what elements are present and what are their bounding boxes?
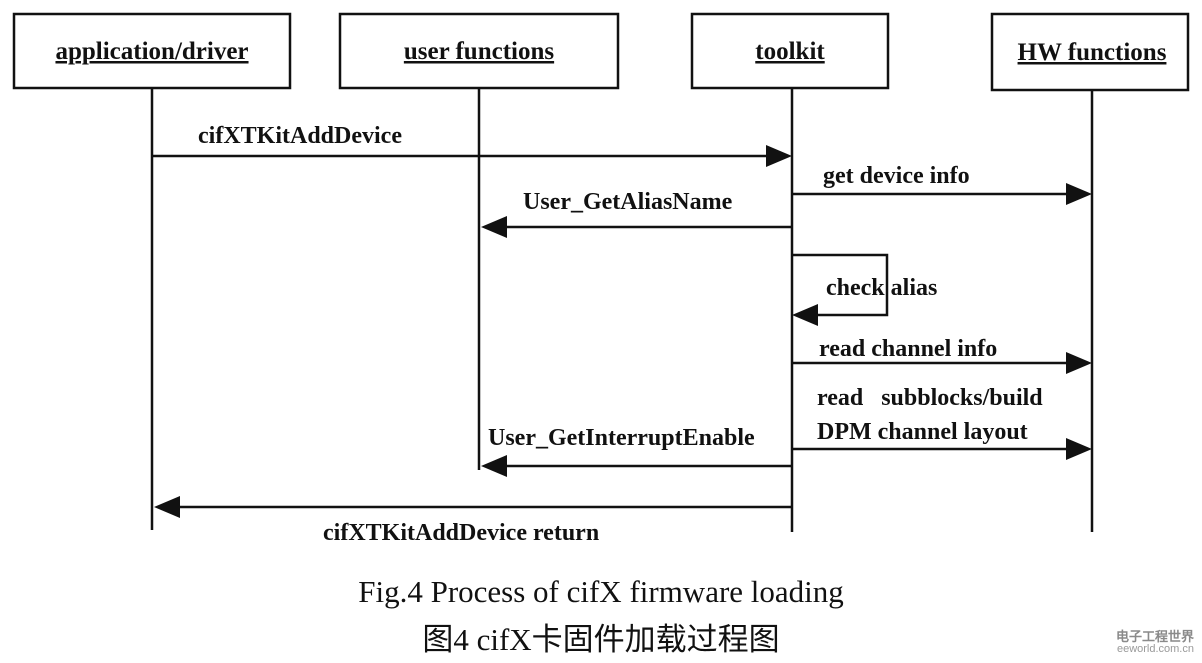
lifeline-hw-functions: HW functions	[990, 12, 1190, 532]
lifeline-title-application-driver: application/driver	[55, 38, 248, 65]
figure-caption-english: Fig.4 Process of cifX firmware loading	[358, 574, 844, 609]
message-user-getaliasname: User_GetAliasName	[481, 189, 792, 238]
message-get-device-info: get device info	[792, 163, 1092, 205]
lifeline-box-toolkit	[690, 12, 890, 90]
message-label-user-getinterruptenable: User_GetInterruptEnable	[488, 425, 755, 451]
message-label-read-channel-info: read channel info	[819, 336, 997, 362]
lifeline-application-driver: application/driver	[12, 12, 292, 530]
lifeline-box-user-functions	[338, 12, 620, 90]
message-label-read-subblocks-line1: read subblocks/build	[817, 385, 1043, 411]
figure-caption-chinese: 图4 cifX卡固件加载过程图	[422, 622, 780, 657]
message-check-alias: check alias	[792, 253, 937, 326]
message-label-read-subblocks-line2: DPM channel layout	[817, 419, 1028, 445]
lifeline-toolkit: toolkit	[690, 12, 890, 532]
message-label-user-getaliasname: User_GetAliasName	[523, 189, 733, 215]
message-cifxtkitadddevice-return: cifXTKitAddDevice return	[154, 496, 792, 546]
message-label-check-alias: check alias	[826, 275, 937, 301]
arrowhead-right-icon	[1066, 352, 1092, 374]
watermark-site: eeworld.com.cn	[1116, 643, 1194, 655]
lifeline-box-application-driver	[12, 12, 292, 90]
arrowhead-right-icon	[766, 145, 792, 167]
watermark-brand: 电子工程世界	[1115, 629, 1194, 644]
arrowhead-left-icon	[481, 455, 507, 477]
arrowhead-right-icon	[1066, 438, 1092, 460]
message-line-check-alias	[792, 253, 889, 317]
message-read-subblocks: read subblocks/build DPM channel layout	[792, 385, 1092, 460]
message-cifxtkitadddevice: cifXTKitAddDevice	[152, 123, 792, 167]
watermark-logo: 电子工程世界 eeworld.com.cn	[1115, 629, 1194, 655]
arrowhead-left-icon	[792, 304, 818, 326]
lifeline-title-toolkit: toolkit	[755, 38, 825, 65]
message-label-cifxtkitadddevice: cifXTKitAddDevice	[198, 123, 402, 149]
lifeline-user-functions: user functions	[338, 12, 620, 470]
message-label-cifxtkitadddevice-return: cifXTKitAddDevice return	[323, 520, 599, 546]
message-read-channel-info: read channel info	[792, 336, 1092, 374]
message-label-get-device-info: get device info	[823, 163, 970, 189]
message-user-getinterruptenable: User_GetInterruptEnable	[481, 425, 792, 477]
arrowhead-right-icon	[1066, 183, 1092, 205]
lifeline-title-user-functions: user functions	[404, 38, 555, 65]
arrowhead-left-icon	[481, 216, 507, 238]
arrowhead-left-icon	[154, 496, 180, 518]
lifeline-title-hw-functions: HW functions	[1018, 39, 1167, 66]
lifeline-box-hw-functions	[990, 12, 1190, 92]
